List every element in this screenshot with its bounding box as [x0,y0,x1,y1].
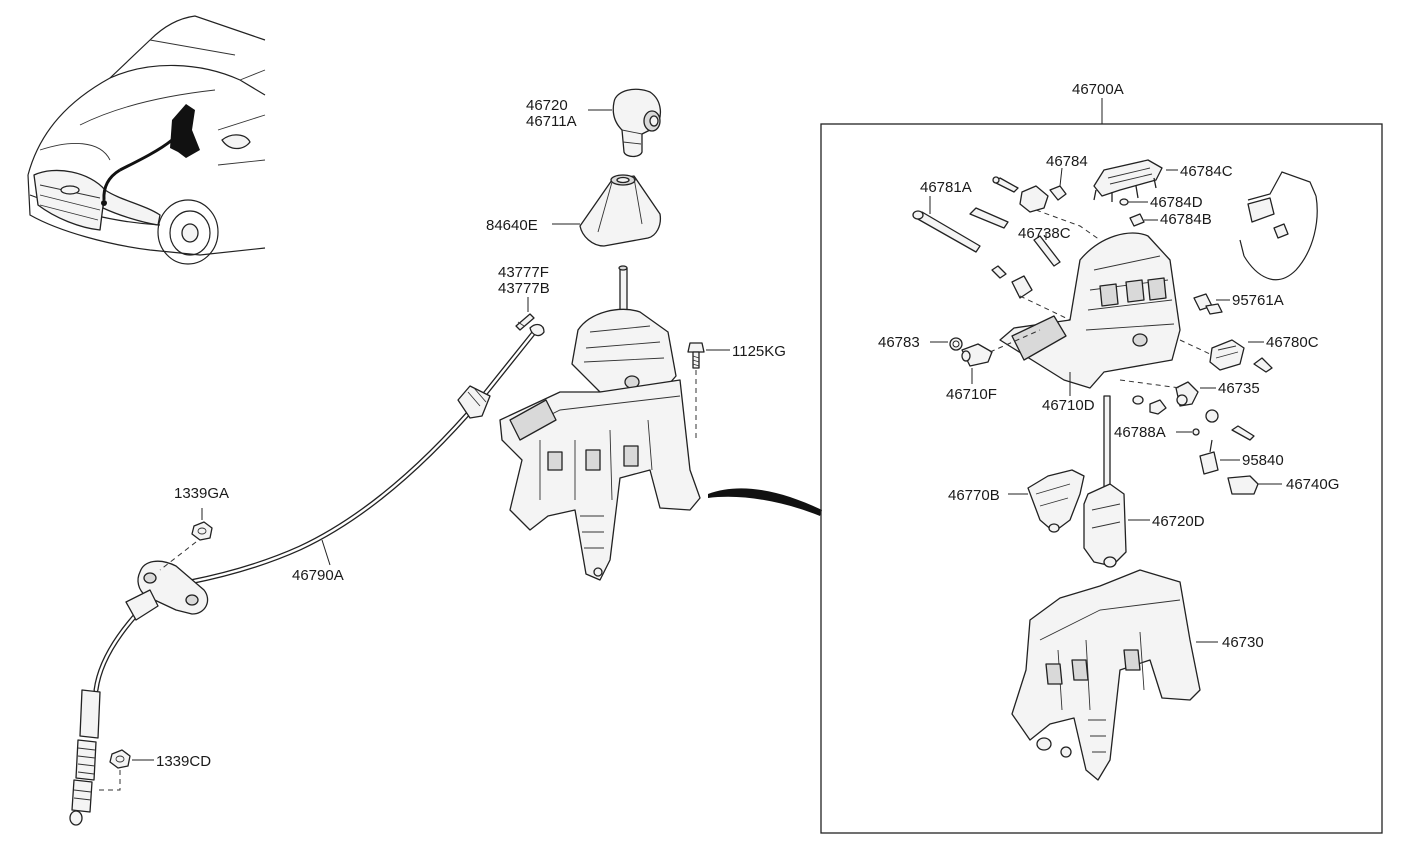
label-46784c: 46784C [1180,163,1233,180]
part-46788a [1176,428,1200,436]
part-46784c [1093,159,1178,202]
label-46711a: 46711A [526,113,577,130]
label-46783: 46783 [878,334,920,351]
bracket-46770b [1008,469,1085,533]
nut-1339ga [159,508,213,571]
shift-boot [552,174,662,247]
lever-assembly-46720d [1083,395,1150,568]
label-46770b: 46770B [948,487,1000,504]
label-46788a: 46788A [1114,424,1166,441]
nut-1339cd [96,749,154,791]
washer-46783 [930,337,963,351]
bolt-1125kg [687,342,730,440]
shift-knob [588,88,661,158]
upper-shifter-assembly [999,232,1181,396]
solenoid-46780c [1179,339,1273,373]
label-46784b: 46784B [1160,211,1212,228]
sensor-95840 [1199,439,1240,475]
label-46738c: 46738C [1018,225,1071,242]
cable-clip [515,297,535,331]
label-46781a: 46781A [920,179,972,196]
label-46710d: 46710D [1042,397,1095,414]
pin-46738c [969,207,1061,267]
vehicle-location-illustration [27,15,266,265]
cover-46740g [1227,475,1282,495]
label-84640e: 84640E [486,217,538,234]
bracket-46710f [961,329,1041,384]
label-43777f: 43777F [498,264,549,281]
screw-95840 [1205,409,1255,441]
pin-46781a [912,196,981,253]
label-46784: 46784 [1046,153,1088,170]
label-95761a: 95761A [1232,292,1284,309]
label-46790a: 46790A [292,567,344,584]
part-46784 [1019,167,1101,241]
label-95840: 95840 [1242,452,1284,469]
connector-95761a [1193,293,1230,315]
label-1339cd: 1339CD [156,753,211,770]
shifter-assembly [499,265,701,581]
parts-46735 [1119,379,1216,415]
assembly-detail-box [820,98,1383,834]
label-46735: 46735 [1218,380,1260,397]
small-bracket [991,265,1071,321]
label-46730: 46730 [1222,634,1264,651]
screw-top [992,176,1019,193]
shift-cable [69,323,545,826]
label-46720d: 46720D [1152,513,1205,530]
label-46700a: 46700A [1072,81,1124,98]
label-46710f: 46710F [946,386,997,403]
label-1125kg: 1125KG [732,343,786,360]
parts-46784d-46784b [1119,198,1158,227]
label-46784d: 46784D [1150,194,1203,211]
base-46730 [1011,569,1218,781]
label-1339ga: 1339GA [174,485,229,502]
wiring-harness [1239,171,1318,281]
label-46780c: 46780C [1266,334,1319,351]
detail-arrow [708,488,822,516]
label-46740g: 46740G [1286,476,1339,493]
label-43777b: 43777B [498,280,550,297]
label-46720: 46720 [526,97,568,114]
